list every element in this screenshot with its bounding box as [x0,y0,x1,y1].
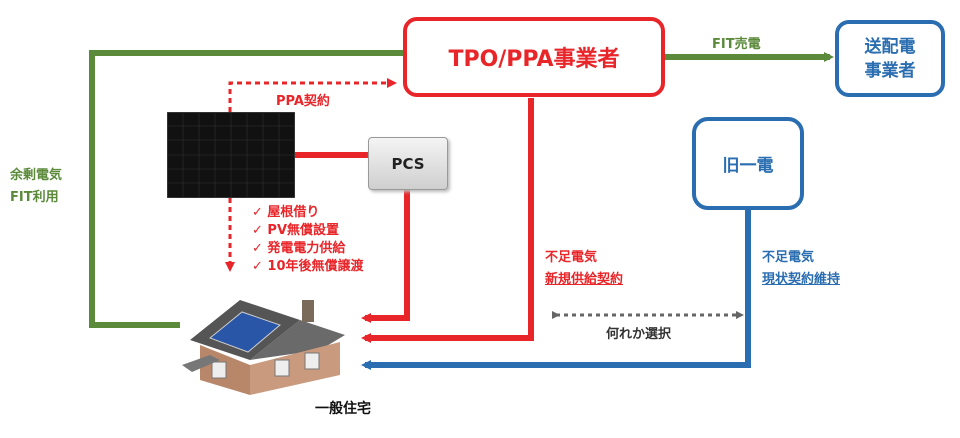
surplus-label-1: 余剰電気 [10,168,63,183]
transmission-box: 送配電 事業者 [835,20,945,97]
shortage-new-label-2: 新規供給契約 [545,272,624,287]
legacy-utility-label: 旧一電 [722,156,774,176]
shortage-keep-label-1: 不足電気 [762,250,815,265]
ppa-term-item: ✓ 発電電力供給 [252,241,346,256]
pcs-label: PCS [391,154,425,173]
new-supply-line [361,98,534,343]
house-icon [182,300,345,395]
surplus-line [89,50,403,328]
ppa-term-item: ✓ 10年後無償譲渡 [252,259,364,274]
ppa-terms-list: ✓ 屋根借り ✓ PV無償設置 ✓ 発電電力供給 ✓ 10年後無償譲渡 [252,204,364,276]
shortage-keep-label-2: 現状契約維持 [762,272,841,287]
transmission-label-1: 送配電 [864,36,916,57]
legacy-utility-box: 旧一電 [692,117,804,210]
shortage-new-label: 不足電気 新規供給契約 [545,247,623,291]
either-choice-label: 何れか選択 [606,327,672,342]
solar-panel-icon [167,112,295,198]
ppa-term-item: ✓ 屋根借り [252,205,320,220]
ppa-contract-label: PPA契約 [276,94,330,109]
pcs-house-line [361,190,410,323]
transmission-label-2: 事業者 [864,60,916,81]
fit-sale-label: FIT売電 [712,37,761,52]
tpo-ppa-label: TPO/PPA事業者 [448,47,620,72]
tpo-ppa-box: TPO/PPA事業者 [403,17,665,97]
shortage-keep-label: 不足電気 現状契約維持 [762,247,840,291]
ppa-term-item: ✓ PV無償設置 [252,223,340,238]
ppa-contract-line [228,78,397,112]
shortage-new-label-1: 不足電気 [545,250,598,265]
surplus-label-2: FIT利用 [10,190,59,205]
pcs-unit: PCS [368,137,448,190]
surplus-label: 余剰電気 FIT利用 [10,165,62,209]
legacy-supply-line [361,210,751,370]
house-label: 一般住宅 [315,401,371,417]
